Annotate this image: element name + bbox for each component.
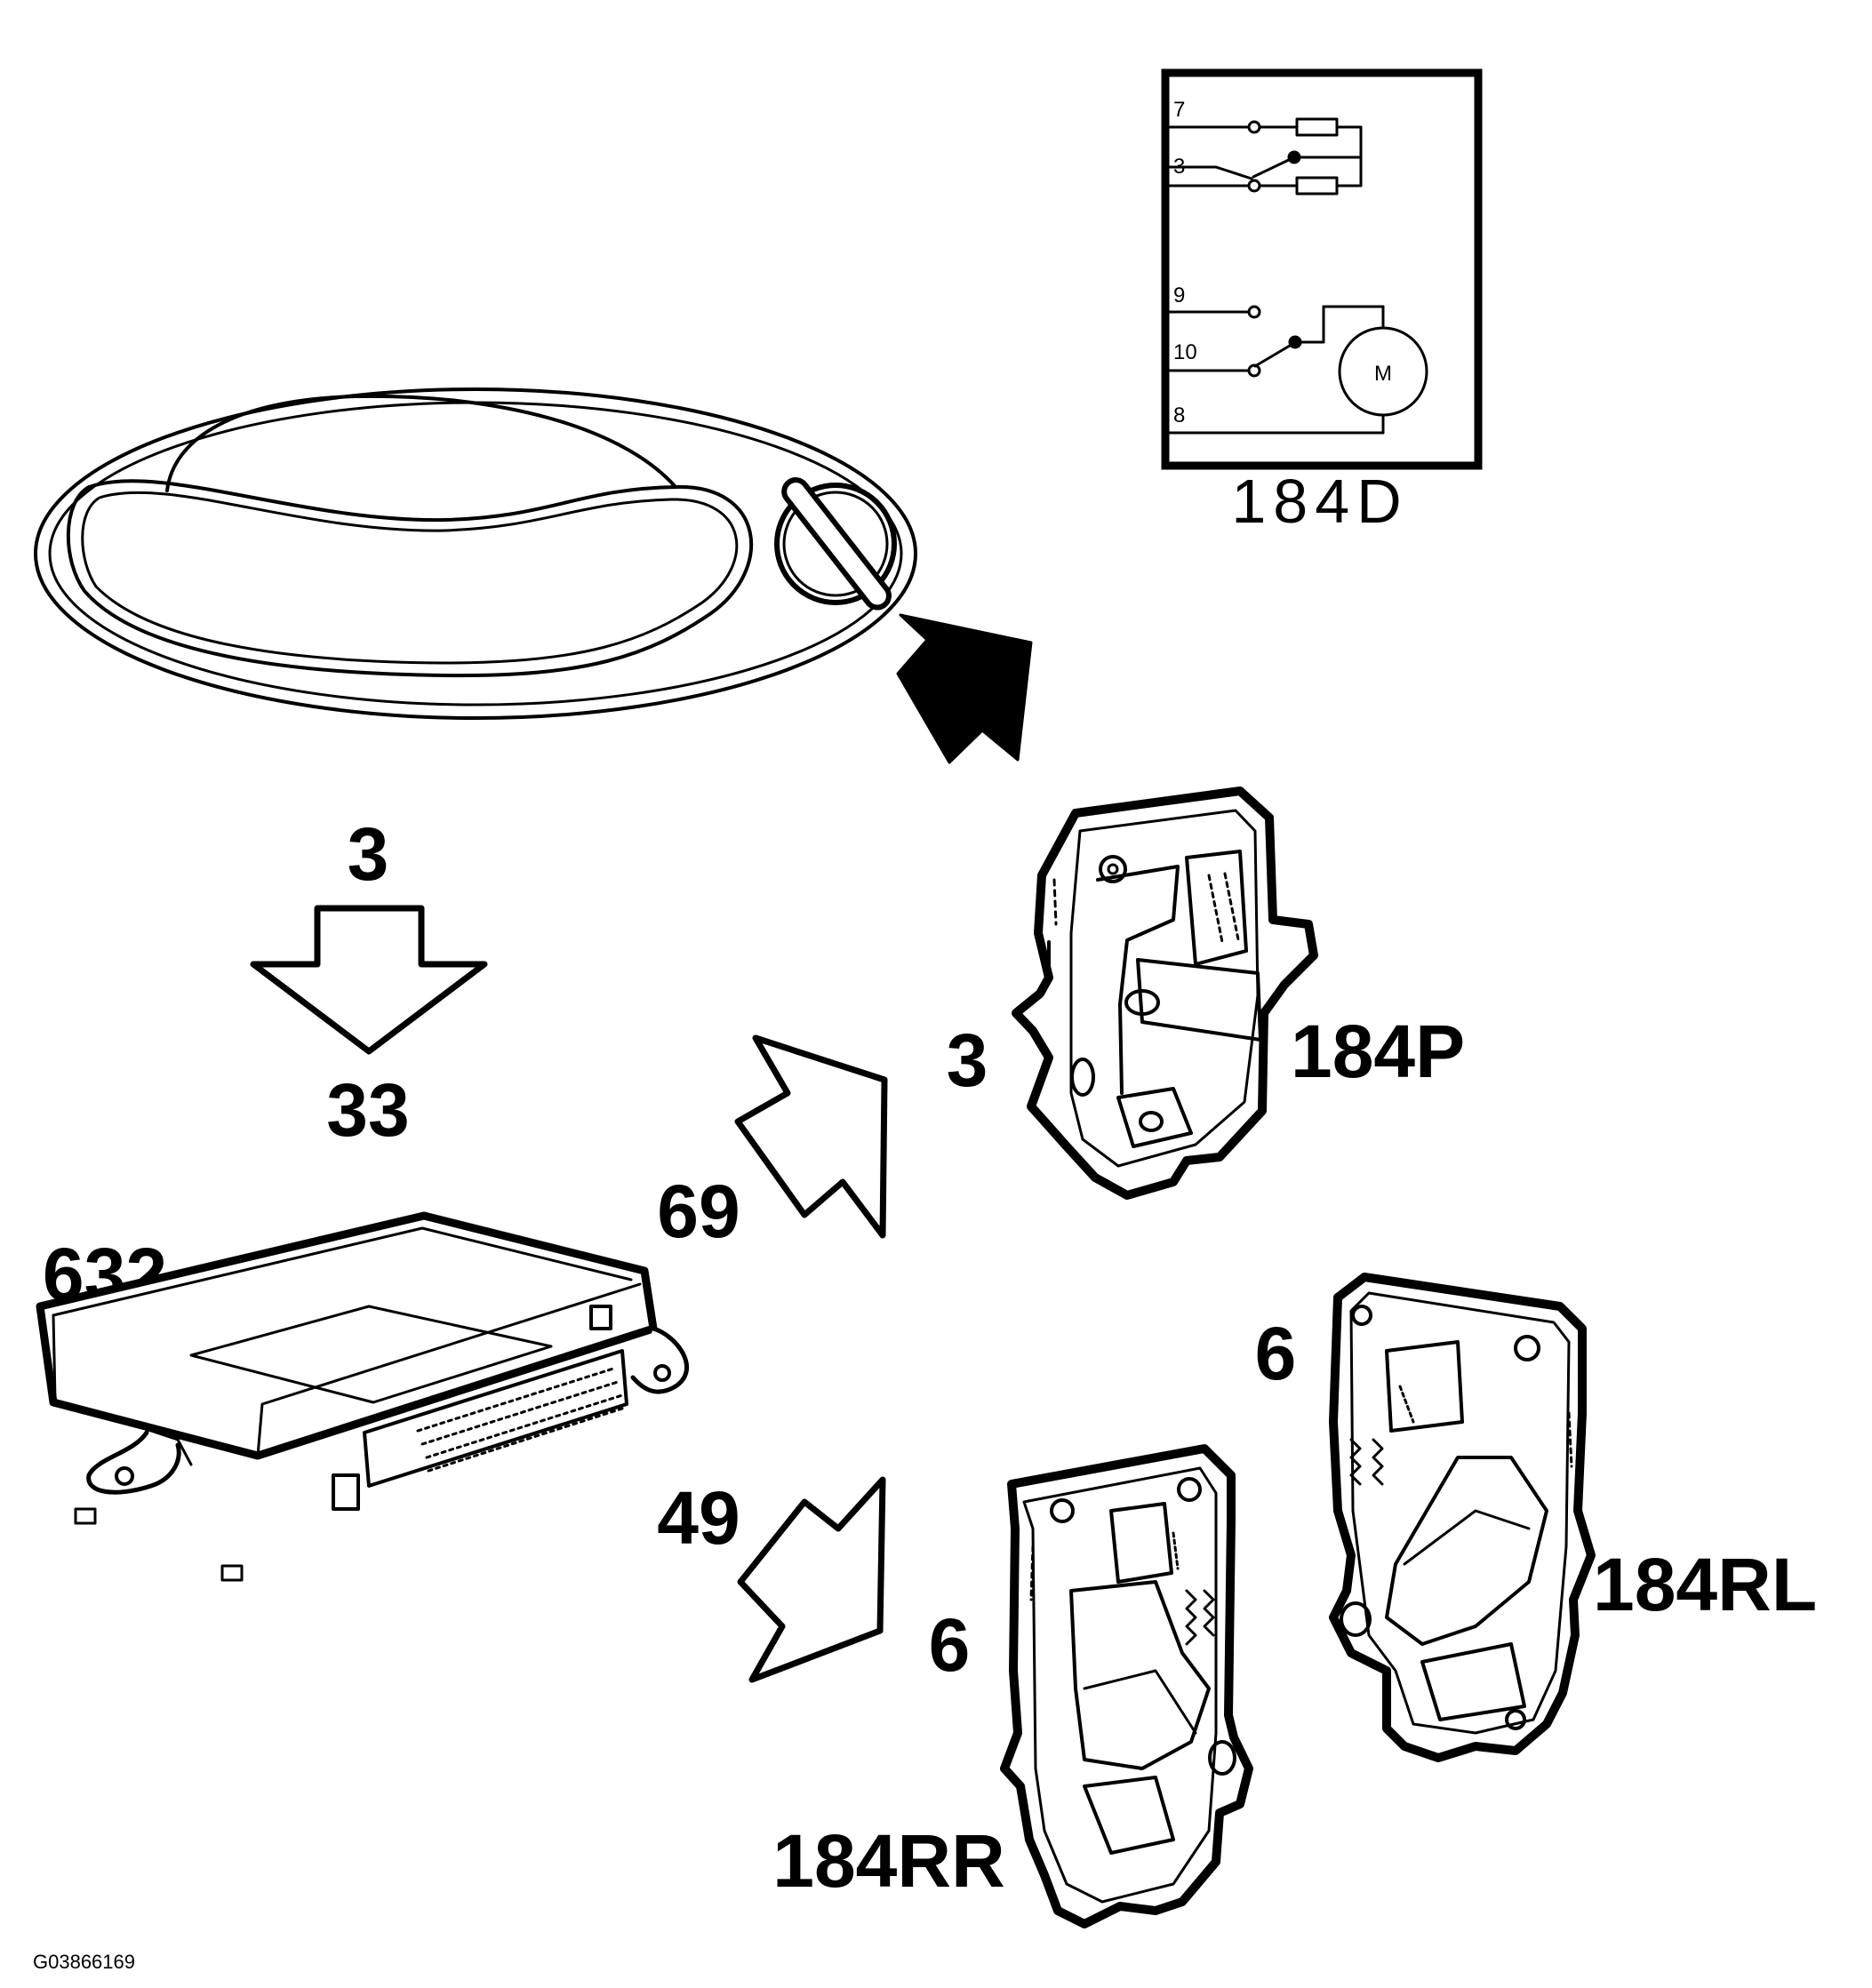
rear-right-lock-actuator	[1000, 1444, 1253, 1928]
rr-pin-count-label: 6	[929, 1603, 971, 1687]
pin-label-3: 3	[1173, 155, 1185, 179]
count-top-label: 3	[348, 812, 389, 896]
rl-pin-count-label: 6	[1255, 1312, 1297, 1395]
count-bottom-label: 33	[326, 1068, 409, 1152]
door-handle	[34, 387, 917, 720]
front-lock-actuator	[1012, 786, 1318, 1200]
schematic-frame	[1161, 68, 1483, 470]
front-pin-count-label: 3	[947, 1018, 988, 1102]
down-arrow-icon	[250, 905, 488, 1055]
rl-lock-label: 184RL	[1593, 1543, 1817, 1626]
front-wire-count-label: 69	[657, 1170, 740, 1253]
pin-label-10: 10	[1173, 340, 1197, 364]
key-cylinder	[774, 477, 897, 611]
lock-schematic: M 7 3 9 10 8 184D	[1161, 68, 1483, 536]
down-right-arrow-icon	[737, 1476, 886, 1683]
rr-lock-label: 184RR	[772, 1819, 1004, 1903]
rear-left-lock-actuator	[1329, 1273, 1596, 1762]
schematic-switch-upper	[1167, 117, 1363, 196]
solid-arrow-icon	[896, 613, 1033, 764]
pin-label-7: 7	[1173, 98, 1185, 122]
rear-wire-count-label: 49	[657, 1476, 740, 1560]
motor-symbol: M	[1338, 326, 1428, 417]
motor-label: M	[1374, 362, 1392, 386]
schematic-label: 184D	[1231, 467, 1408, 536]
up-right-arrow-icon	[734, 1034, 888, 1239]
figure-reference: G03866169	[33, 1951, 135, 1973]
pin-label-8: 8	[1173, 403, 1185, 427]
schematic-switch-lower	[1167, 305, 1385, 435]
control-module	[36, 1211, 689, 1582]
front-lock-label: 184P	[1291, 1010, 1465, 1093]
pin-label-9: 9	[1173, 283, 1185, 307]
